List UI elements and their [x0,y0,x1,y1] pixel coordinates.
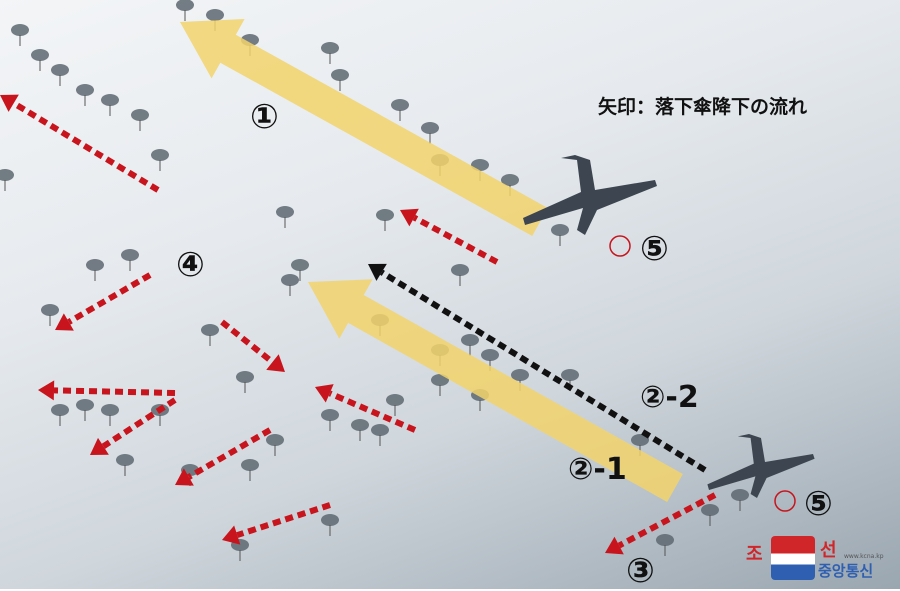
red-arrow-5-head [38,380,55,401]
parachute-canopy [151,149,169,161]
parachute-canopy [461,334,479,346]
parachute-canopy [206,9,224,21]
parachute-canopy [131,109,149,121]
red-arrow-1 [12,100,160,193]
label-one: ① [250,97,279,137]
red-arrow-4 [220,319,275,365]
parachute-canopy [386,394,404,406]
logo-text: 중앙통신 [818,562,874,580]
parachute-canopy [236,371,254,383]
parachute-canopy [391,99,409,111]
parachute-canopy [41,304,59,316]
parachute-canopy [291,259,309,271]
transport-plane-top [523,155,657,235]
parachute-canopy [331,69,349,81]
red-arrow-7-head [315,384,334,403]
parachute-canopy [351,419,369,431]
highlight-circle-top [609,235,631,257]
parachute-canopy [421,122,439,134]
parachute-canopy [281,274,299,286]
parachute-canopy [101,94,119,106]
red-arrow-8 [187,427,272,480]
parachute-canopy [561,369,579,381]
red-arrow-6-head [90,437,109,455]
parachute-canopy [511,369,529,381]
parachute-canopy [0,169,14,181]
parachute-canopy [501,174,519,186]
yellow-arrow-two-one [308,279,683,502]
parachute-canopy [51,64,69,76]
red-arrow-7 [328,390,417,433]
parachute-canopy [321,514,339,526]
logo-url: www.kcna.kp [844,553,884,560]
red-arrow-10-head [605,536,624,555]
parachute-canopy [101,404,119,416]
label-four: ④ [176,245,205,285]
highlight-circle-bottom [774,490,796,512]
red-arrow-1-head [0,94,19,112]
parachute-canopy [31,49,49,61]
parachute-canopy [701,504,719,516]
parachute-canopy [321,42,339,54]
parachute-canopy [176,0,194,11]
red-arrow-3-head [55,313,74,331]
label-three: ③ [626,551,655,591]
kcna-logo: 조 선 www.kcna.kp 중앙통신 [744,534,894,584]
label-five-top: ⑤ [640,229,669,269]
parachute-canopy [631,434,649,446]
transport-plane-bottom [707,434,815,498]
logo-emblem [771,536,815,580]
red-arrow-6 [101,397,177,449]
label-five-bottom: ⑤ [804,484,833,524]
red-arrow-9 [236,502,331,538]
parachute-canopy [201,324,219,336]
red-arrow-10 [617,492,717,549]
parachute-canopy [11,24,29,36]
logo-char-left: 조 [746,544,763,565]
parachute-canopy [656,534,674,546]
label-two-one: ②-1 [568,452,627,487]
red-arrow-8-head [175,468,194,486]
parachute-canopy [121,249,139,261]
red-arrow-2-head [400,208,419,227]
label-two-two: ②-2 [640,380,699,415]
black-arrow-two-two [380,269,707,473]
red-arrow-9-head [222,525,241,545]
parachute-canopy [86,259,104,271]
parachute-canopy [551,224,569,236]
caption: 矢印：落下傘降下の流れ [598,96,808,118]
parachute-canopy [376,209,394,221]
parachute-canopy [321,409,339,421]
red-arrow-4-head [266,354,285,372]
black-arrow-two-two-head [368,263,387,281]
parachute-canopy [241,459,259,471]
parachute-canopy [451,264,469,276]
red-arrow-2 [412,214,499,265]
parachute-canopy [76,84,94,96]
logo-char-right: 선 [820,540,837,561]
red-arrow-5 [53,387,176,396]
parachute-canopy [116,454,134,466]
parachute-canopy [431,374,449,386]
parachute-canopy [371,424,389,436]
parachute-canopy [276,206,294,218]
parachute-canopy [731,489,749,501]
parachute-canopy [481,349,499,361]
parachute-canopy [51,404,69,416]
red-arrow-3 [67,272,152,325]
yellow-arrow-one [180,18,548,236]
parachute-canopy [266,434,284,446]
parachute-canopy [76,399,94,411]
